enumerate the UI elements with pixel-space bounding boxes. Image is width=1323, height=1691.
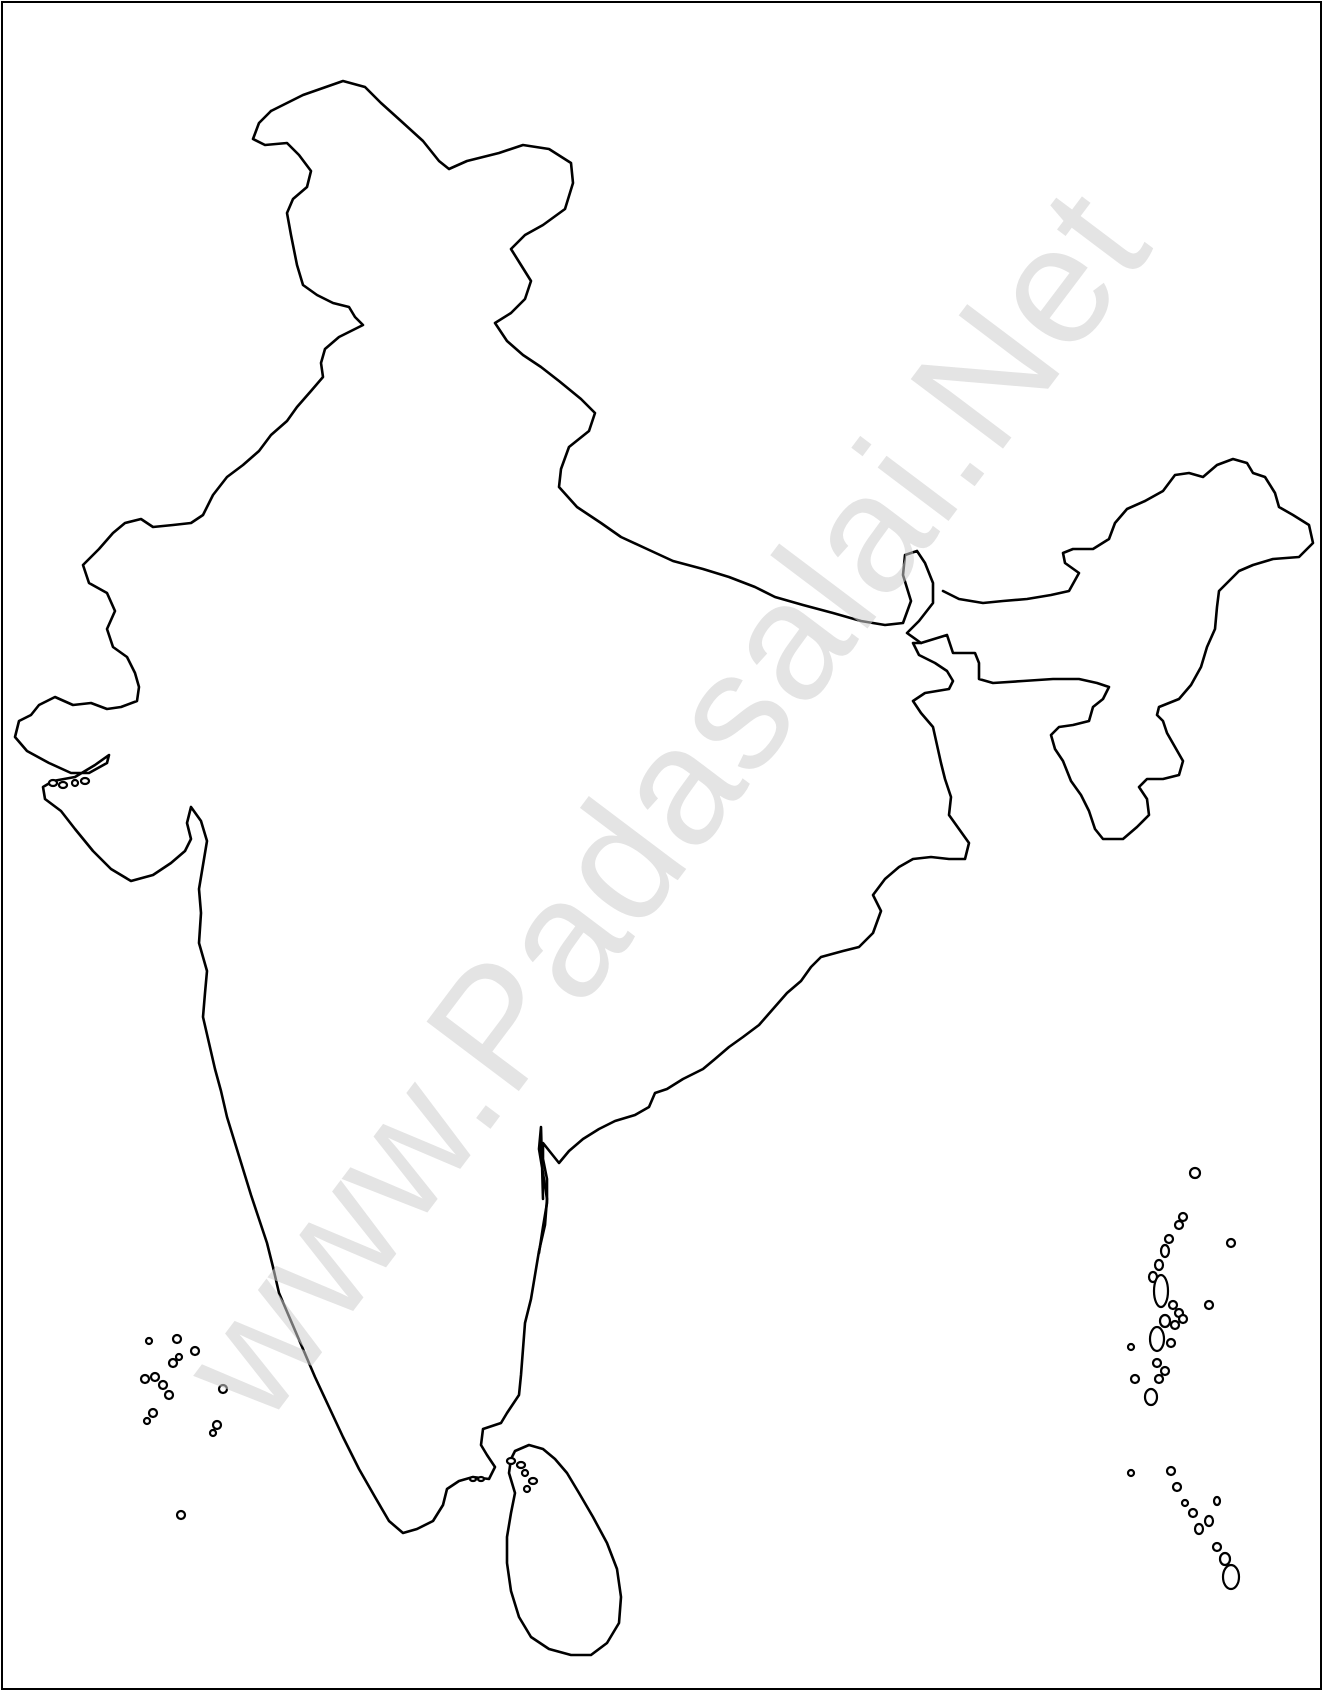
sri-lanka-outline [505, 1443, 623, 1657]
peninsula-outline [13, 109, 549, 1535]
kachchh-islands [47, 776, 91, 790]
india-outline-map [13, 79, 1315, 1657]
andaman-nicobar-islands [1126, 1166, 1241, 1591]
palk-strait-islands [468, 1456, 539, 1494]
lakshadweep-islands [139, 1333, 229, 1521]
mainland-outline [269, 79, 1315, 841]
eastern-coastline [537, 641, 971, 1255]
